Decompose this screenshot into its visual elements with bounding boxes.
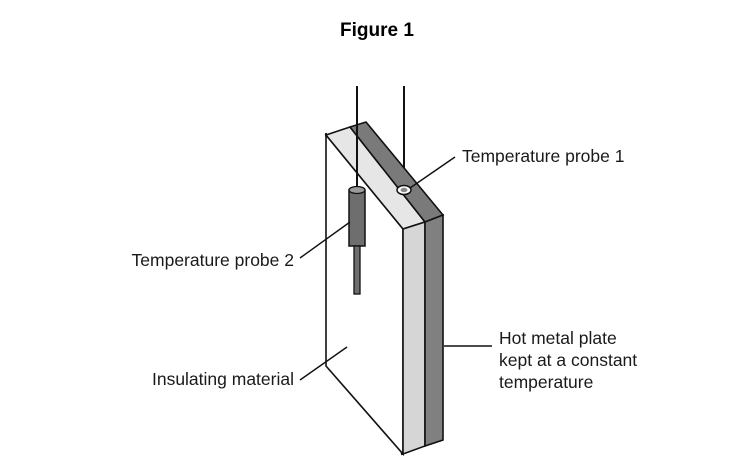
probe-2-cap xyxy=(348,185,366,195)
label-temperature-probe-1: Temperature probe 1 xyxy=(462,146,624,166)
label-hot-plate-line-2: kept at a constant xyxy=(499,350,637,370)
probe-1-tip xyxy=(400,187,408,193)
label-temperature-probe-2: Temperature probe 2 xyxy=(132,250,294,270)
probe-2-body xyxy=(348,189,366,247)
label-hot-plate-line-1: Hot metal plate xyxy=(499,328,617,348)
hot-metal-plate xyxy=(424,213,444,448)
label-insulating-material: Insulating material xyxy=(152,369,294,389)
probe-2-leader-line xyxy=(299,221,351,259)
label-hot-plate-line-3: temperature xyxy=(499,372,593,392)
probe-2-stem xyxy=(353,245,361,295)
probe-1-leader-line xyxy=(409,156,456,189)
insulating-side-edge xyxy=(402,220,426,456)
figure-title: Figure 1 xyxy=(340,20,414,41)
insulating-leader-line xyxy=(299,346,348,381)
